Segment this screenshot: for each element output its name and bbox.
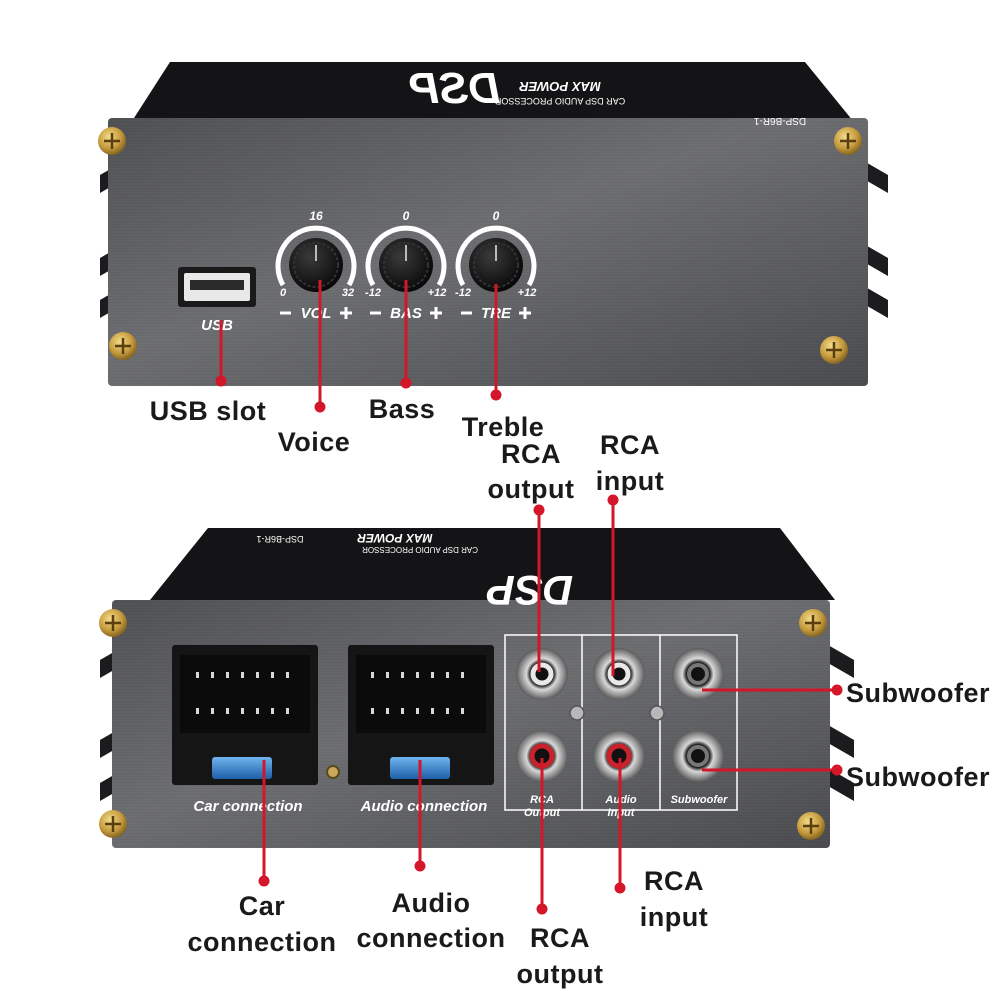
knob-vol-top-value: 16 xyxy=(309,209,323,223)
subwoofer-panel-label: Subwoofer xyxy=(671,794,729,806)
bottom-model-number: DSP-B6R-1 xyxy=(256,534,303,544)
bottom-unit: DSP MAX POWER CAR DSP AUDIO PROCESSOR DS… xyxy=(99,528,854,848)
callout-rca-input-bottom-1: RCA xyxy=(644,866,704,896)
top-brand-logo: DSP xyxy=(409,64,500,113)
knob-tre[interactable] xyxy=(455,225,537,292)
status-led xyxy=(326,765,340,779)
callout-subwoofer-1: Subwoofer xyxy=(846,678,990,708)
bottom-unit-lid xyxy=(150,528,835,600)
callout-audio-connection-1: Audio xyxy=(392,888,471,918)
knob-minus-plus-marks xyxy=(280,307,531,319)
knob-vol-max-value: 32 xyxy=(342,287,354,299)
callout-subwoofer-2: Subwoofer xyxy=(846,762,990,792)
callout-rca-input-top-1: RCA xyxy=(600,430,660,460)
callout-voice: Voice xyxy=(278,427,351,457)
top-brand-subtitle: MAX POWER xyxy=(519,79,601,94)
subwoofer-jack-1[interactable] xyxy=(672,648,724,700)
callout-bass: Bass xyxy=(369,394,436,424)
audio-input-panel-label-2: Input xyxy=(608,807,636,819)
bottom-brand-subtitle: MAX POWER xyxy=(357,531,433,545)
car-fuse xyxy=(212,757,272,779)
callout-rca-output-bottom-1: RCA xyxy=(530,923,590,953)
knob-bas-min-value: -12 xyxy=(365,287,381,299)
knob-vol-min-value: 0 xyxy=(280,287,287,299)
usb-port[interactable] xyxy=(178,267,256,307)
usb-panel-label: USB xyxy=(201,317,233,334)
callout-car-connection-1: Car xyxy=(239,891,286,921)
callout-rca-output-bottom-2: output xyxy=(517,959,604,989)
car-connection-panel-label: Car connection xyxy=(193,798,302,815)
callout-rca-output-top-2: output xyxy=(488,474,575,504)
top-unit-lid xyxy=(125,62,862,132)
rca-input-white-jack[interactable] xyxy=(593,648,645,700)
callout-rca-input-bottom-2: input xyxy=(640,902,708,932)
knob-tre-max-value: +12 xyxy=(518,287,537,299)
callout-rca-output-top-1: RCA xyxy=(501,439,561,469)
top-brand-tagline: CAR DSP AUDIO PROCESSOR xyxy=(494,96,625,106)
bottom-unit-screws xyxy=(99,609,827,840)
audio-connection-panel-label: Audio connection xyxy=(360,798,488,815)
bottom-brand-tagline: CAR DSP AUDIO PROCESSOR xyxy=(362,545,478,554)
knob-tre-top-value: 0 xyxy=(493,209,500,223)
knob-bas-top-value: 0 xyxy=(403,209,410,223)
top-unit-brand: DSP xyxy=(409,64,500,113)
rca-panel-screw-2 xyxy=(649,705,665,721)
rca-panel-screw-1 xyxy=(569,705,585,721)
callout-usb-slot: USB slot xyxy=(150,396,267,426)
knob-vol-label: VOL xyxy=(301,305,332,322)
leader-lines xyxy=(219,280,835,907)
car-connector[interactable] xyxy=(172,645,318,785)
knob-bas[interactable] xyxy=(365,225,447,292)
top-unit: DSP MAX POWER CAR DSP AUDIO PROCESSOR DS… xyxy=(98,62,888,386)
callout-labels: USB slot Voice Bass Treble RCA output RC… xyxy=(150,394,990,989)
knob-tre-min-value: -12 xyxy=(455,287,471,299)
leader-dots xyxy=(215,375,843,915)
rca-output-white-jack[interactable] xyxy=(516,648,568,700)
knob-vol[interactable] xyxy=(275,225,357,292)
knob-bas-max-value: +12 xyxy=(428,287,447,299)
subwoofer-jack-2[interactable] xyxy=(672,730,724,782)
top-model-number: DSP-B6R-1 xyxy=(753,115,806,126)
callout-car-connection-2: connection xyxy=(187,927,336,957)
bottom-brand-logo: DSP xyxy=(486,567,573,614)
callout-treble: Treble xyxy=(462,412,545,442)
callout-rca-input-top-2: input xyxy=(596,466,664,496)
callout-audio-connection-2: connection xyxy=(356,923,505,953)
top-unit-screws xyxy=(98,127,862,364)
